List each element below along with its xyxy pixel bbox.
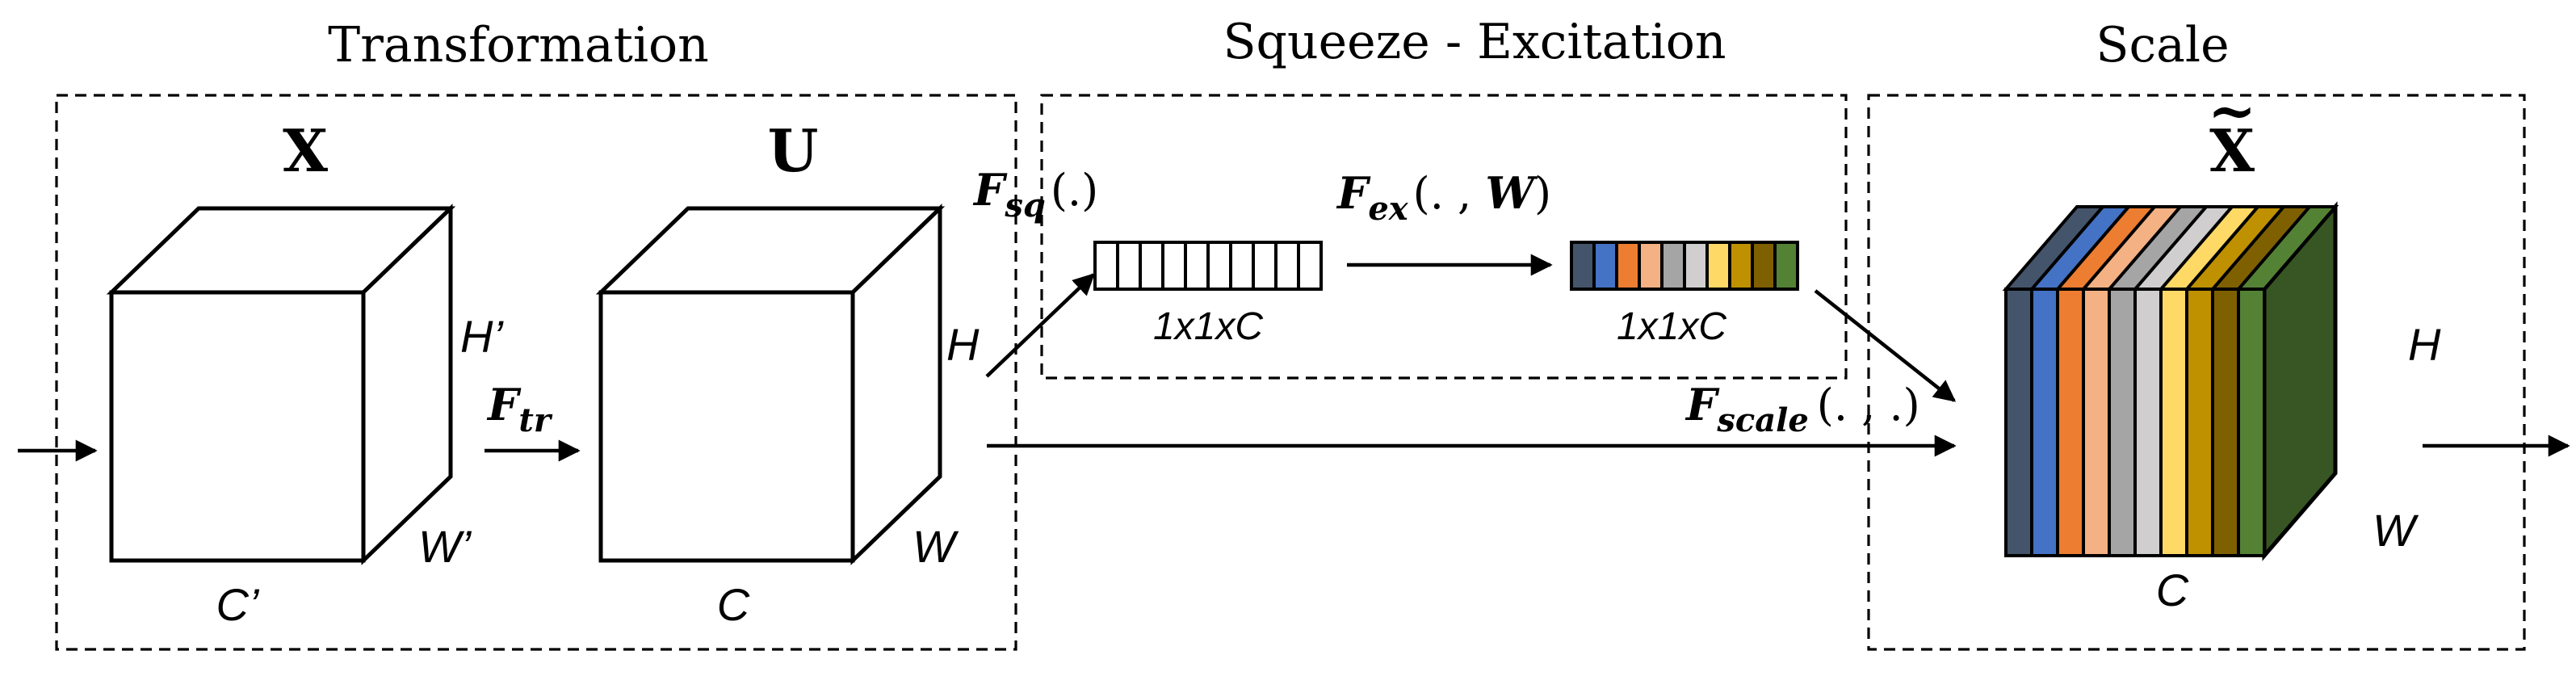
scaled-slice-front <box>2108 288 2137 557</box>
f-tr-label: Ftr <box>486 379 553 439</box>
excited-vector-cell <box>1592 241 1618 291</box>
excited-vector-cell <box>1660 241 1686 291</box>
f-sq-label: Fsq(.) <box>972 164 1098 225</box>
tensor-x-height-label: H’ <box>460 311 504 362</box>
tensor-x-tilde-label: X <box>2209 116 2255 185</box>
scale-box <box>1867 94 2526 651</box>
squeezed-vector-cell <box>1184 241 1210 291</box>
tensor-x-tilde-channels-label: C <box>2156 565 2189 615</box>
scaled-slice-front <box>2211 288 2240 557</box>
tensor-x-tilde-height-label: H <box>2408 319 2441 370</box>
tensor-x-tilde-width-label: W <box>2373 505 2419 556</box>
excited-vector-cell <box>1615 241 1641 291</box>
excited-vector-label: 1x1xC <box>1617 305 1726 348</box>
squeezed-vector-label: 1x1xC <box>1153 305 1263 348</box>
squeezed-vector-cell <box>1139 241 1164 291</box>
tensor-x-channels-label: C’ <box>216 579 260 630</box>
excited-vector-cell <box>1773 241 1799 291</box>
squeezed-vector-cell <box>1161 241 1187 291</box>
tensor-x-cube <box>106 204 456 565</box>
excitation-to-scale-arrow <box>1814 289 1957 402</box>
section-title-squeeze-excitation: Squeeze - Excitation <box>1223 14 1726 70</box>
scaled-slice-front <box>2056 288 2085 557</box>
scaled-slice-front <box>2030 288 2059 557</box>
squeeze-excitation-box <box>1040 94 1848 380</box>
tensor-x-label: X <box>283 116 328 185</box>
scaled-slice-front <box>2185 288 2214 557</box>
scaled-slice-front <box>2082 288 2111 557</box>
squeezed-vector-cell <box>1093 241 1119 291</box>
f-sq-arrow <box>985 273 1095 378</box>
tensor-u-cube <box>595 204 946 565</box>
transformation-box <box>55 94 1017 651</box>
scaled-slice-front <box>2159 288 2188 557</box>
excited-vector-cell <box>1751 241 1777 291</box>
scaled-slice-front <box>2004 288 2033 557</box>
tensor-x-width-label: W’ <box>418 521 472 572</box>
excited-vector-cell <box>1638 241 1663 291</box>
excited-vector-cell <box>1705 241 1731 291</box>
f-ex-label: Fex(. , W) <box>1336 167 1551 228</box>
excited-vector-cell <box>1570 241 1596 291</box>
tensor-u-width-label: W <box>913 521 959 572</box>
excited-vector-cell <box>1728 241 1754 291</box>
tensor-x-tilde-stack <box>2002 201 2339 561</box>
section-title-transformation: Transformation <box>328 17 709 73</box>
tensor-x-tilde-accent: ~ <box>2208 76 2256 145</box>
squeezed-vector-cell <box>1252 241 1278 291</box>
tensor-u-label: U <box>768 116 819 185</box>
squeezed-vector-cell <box>1229 241 1255 291</box>
squeezed-vector-cell <box>1297 241 1323 291</box>
scaled-slice-front <box>2133 288 2163 557</box>
scaled-slice-front <box>2237 288 2266 557</box>
section-title-scale: Scale <box>2096 17 2229 73</box>
excited-vector-cell <box>1683 241 1709 291</box>
squeezed-vector-cell <box>1206 241 1232 291</box>
squeezed-vector <box>1093 241 1323 291</box>
squeezed-vector-cell <box>1274 241 1300 291</box>
excited-vector <box>1570 241 1799 291</box>
tensor-u-height-label: H <box>946 319 980 370</box>
tensor-u-channels-label: C <box>717 579 750 630</box>
f-scale-label: Fscale(. , .) <box>1684 379 1920 439</box>
squeezed-vector-cell <box>1116 241 1142 291</box>
